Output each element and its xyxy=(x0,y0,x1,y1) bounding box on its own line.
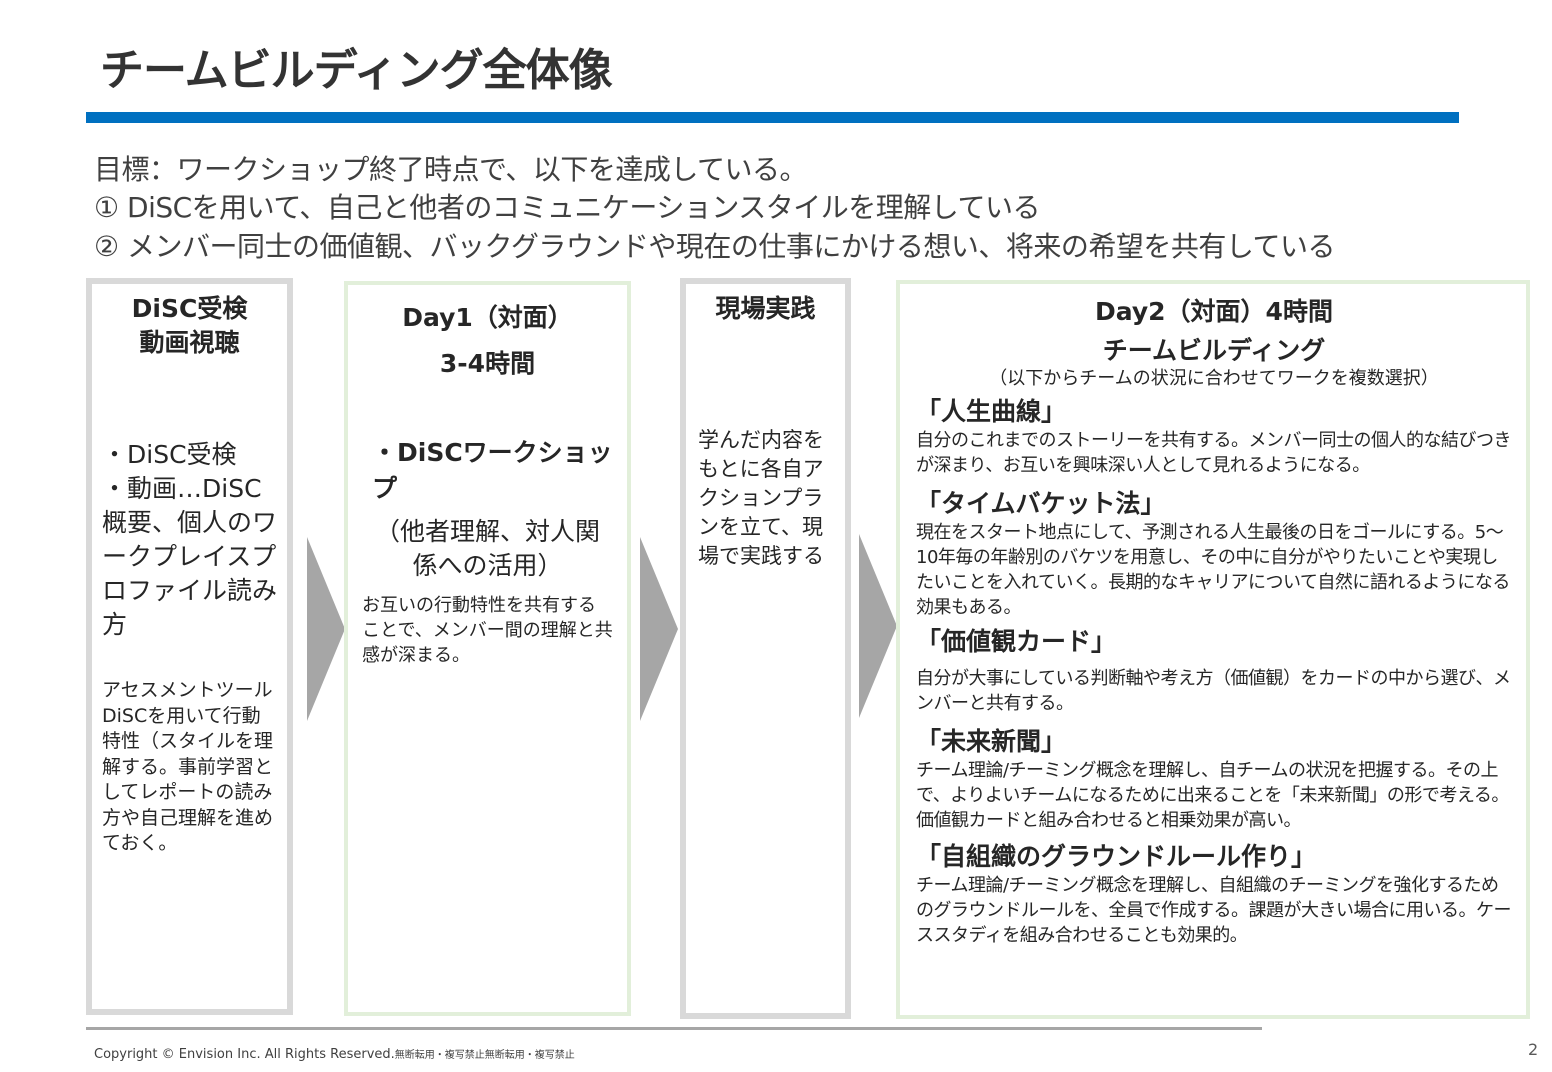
work-item-desc: チーム理論/チーミング概念を理解し、自組織のチーミングを強化するためのグラウンド… xyxy=(916,875,1512,946)
step1-desc: アセスメントツールDiSCを用いて行動特性（スタイルを理解する。事前学習としてレ… xyxy=(102,679,274,854)
step1-title1: DiSC受検 xyxy=(131,294,248,323)
work-item-name: 「タイムバケット法」 xyxy=(916,489,1166,518)
work-item-desc: 自分が大事にしている判断軸や考え方（価値観）をカードの中から選び、メンバーと共有… xyxy=(916,668,1511,714)
page-number: 2 xyxy=(1528,1040,1539,1059)
work-item-name: 「人生曲線」 xyxy=(916,397,1067,426)
step4-title2: チームビルディング xyxy=(1102,336,1326,365)
step1-title2: 動画視聴 xyxy=(139,328,240,357)
step-field-practice: 現場実践 学んだ内容をもとに各自アクションプランを立て、現場で実践する xyxy=(680,278,851,1019)
work-item-desc: チーム理論/チーミング概念を理解し、自チームの状況を把握する。その上で、よりよい… xyxy=(916,760,1509,831)
step3-desc: 学んだ内容をもとに各自アクションプランを立て、現場で実践する xyxy=(698,428,824,568)
work-item: 「未来新聞」 チーム理論/チーミング概念を理解し、自チームの状況を把握する。その… xyxy=(916,726,1512,833)
work-item: 「人生曲線」 自分のこれまでのストーリーを共有する。メンバー同士の個人的な結びつ… xyxy=(916,396,1512,478)
arrow-right-icon xyxy=(307,537,345,721)
arrow-right-icon xyxy=(640,537,678,721)
work-item: 「タイムバケット法」 現在をスタート地点にして、予測される人生最後の日をゴールに… xyxy=(916,488,1512,620)
work-item-desc: 現在をスタート地点にして、予測される人生最後の日をゴールにする。5～10年毎の年… xyxy=(916,522,1510,618)
goal-2: ② メンバー同士の価値観、バックグラウンドや現在の仕事にかける想い、将来の希望を… xyxy=(94,230,1336,263)
copyright-text: Copyright © Envision Inc. All Rights Res… xyxy=(94,1047,395,1062)
step-disc-assessment: DiSC受検 動画視聴 ・DiSC受検 ・動画…DiSC概要、個人のワークプレイ… xyxy=(86,278,293,1015)
step2-desc: お互いの行動特性を共有することで、メンバー間の理解と共感が深まる。 xyxy=(362,595,613,666)
step2-sub: （他者理解、対人関係への活用） xyxy=(374,517,600,580)
work-item: 「自組織のグラウンドルール作り」 チーム理論/チーミング概念を理解し、自組織のチ… xyxy=(916,841,1512,948)
step2-title2: 3-4時間 xyxy=(439,349,536,378)
goal-heading: 目標：ワークショップ終了時点で、以下を達成している。 xyxy=(94,153,808,186)
step2-bullet: ・DiSCワークショップ xyxy=(372,438,613,503)
work-item-name: 「価値観カード」 xyxy=(916,627,1117,656)
footer-divider xyxy=(86,1027,1262,1030)
step-day1: Day1（対面） 3-4時間 ・DiSCワークショップ （他者理解、対人関係への… xyxy=(344,281,631,1016)
bullet: ・DiSC受検 xyxy=(102,440,237,469)
bullet: ・動画…DiSC概要、個人のワークプレイスプロファイル読み方 xyxy=(102,474,278,639)
title-underline xyxy=(86,112,1459,123)
goal-1: ① DiSCを用いて、自己と他者のコミュニケーションスタイルを理解している xyxy=(94,191,1040,224)
step-day2: Day2（対面）4時間 チームビルディング （以下からチームの状況に合わせてワー… xyxy=(896,280,1530,1019)
step4-title1: Day2（対面）4時間 xyxy=(1095,297,1333,326)
copyright: Copyright © Envision Inc. All Rights Res… xyxy=(94,1046,575,1062)
work-item-desc: 自分のこれまでのストーリーを共有する。メンバー同士の個人的な結びつきが深まり、お… xyxy=(916,430,1512,476)
step4-note: （以下からチームの状況に合わせてワークを複数選択） xyxy=(989,368,1439,389)
arrow-right-icon xyxy=(859,534,897,718)
step1-bullets: ・DiSC受検 ・動画…DiSC概要、個人のワークプレイスプロファイル読み方 xyxy=(102,438,277,642)
work-item: 「価値観カード」 自分が大事にしている判断軸や考え方（価値観）をカードの中から選… xyxy=(916,626,1512,716)
work-item-name: 「未来新聞」 xyxy=(916,727,1067,756)
step3-title: 現場実践 xyxy=(715,294,816,323)
work-item-name: 「自組織のグラウンドルール作り」 xyxy=(916,842,1317,871)
copy-notice: 無断転用・複写禁止無断転用・複写禁止 xyxy=(394,1050,575,1061)
step2-title1: Day1（対面） xyxy=(402,303,573,332)
page-title: チームビルディング全体像 xyxy=(100,45,613,96)
